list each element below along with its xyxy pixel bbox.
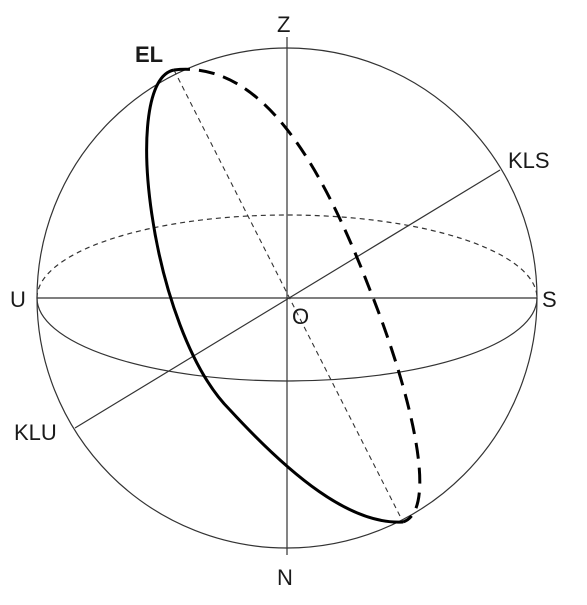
north-celestial-pole-label: KLU [14, 420, 57, 445]
ecliptic-label: EL [135, 42, 163, 67]
ecliptic-back-arc [173, 67, 422, 524]
ecliptic-front-arc [145, 68, 404, 524]
celestial-axis [74, 169, 501, 429]
ecliptic-diameter [173, 69, 404, 523]
horizon-back-arc [36, 214, 538, 299]
south-label: S [542, 287, 557, 312]
origin-label: O [292, 304, 309, 329]
north-label: U [10, 287, 26, 312]
zenith-label: Z [277, 12, 290, 37]
south-celestial-pole-label: KLS [508, 148, 550, 173]
nadir-label: N [277, 565, 293, 590]
